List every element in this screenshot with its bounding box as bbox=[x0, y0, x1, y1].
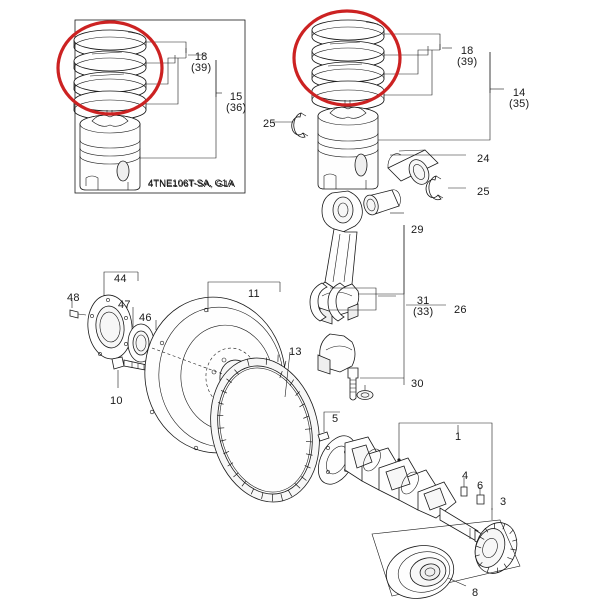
highlight-ellipse-left bbox=[56, 20, 164, 116]
callout-47: 47 bbox=[118, 299, 131, 311]
right-leader-lines bbox=[378, 33, 504, 141]
rod-bushing-29 bbox=[363, 189, 404, 216]
inset-box-caption: 4TNE106T-SA, G1A bbox=[148, 179, 236, 190]
piston-pin-24 bbox=[387, 149, 466, 185]
callout-18-39: 18 (39) bbox=[457, 45, 478, 68]
callout-13: 13 bbox=[289, 346, 302, 358]
connecting-rod bbox=[315, 190, 446, 385]
callout-46: 46 bbox=[139, 312, 152, 324]
callout-30: 30 bbox=[411, 378, 424, 390]
piston-ring-stack-left bbox=[73, 29, 147, 121]
callout-5: 5 bbox=[332, 413, 339, 425]
callout-25: 25 bbox=[263, 118, 276, 130]
callout-24: 24 bbox=[477, 153, 490, 165]
callout-31-33: 31 (33) bbox=[413, 295, 434, 318]
key-5 bbox=[317, 411, 340, 442]
callout-15-36: 15 (36) bbox=[226, 91, 247, 114]
piston-ring-stack-right bbox=[311, 19, 385, 111]
inset-box bbox=[74, 19, 246, 194]
crankshaft-1 bbox=[317, 422, 505, 557]
callout-18-39: 18 (39) bbox=[191, 51, 212, 74]
piston-left bbox=[79, 114, 141, 191]
bushing-6 bbox=[476, 487, 485, 505]
callout-4: 4 bbox=[462, 470, 469, 482]
crank-gear-3 bbox=[474, 508, 518, 574]
highlight-ellipse-right bbox=[292, 9, 402, 107]
snap-ring-25a bbox=[272, 112, 309, 138]
piston-right bbox=[317, 106, 379, 190]
callout-8: 8 bbox=[472, 587, 479, 599]
dowel-pin bbox=[356, 385, 374, 400]
pulley-assembly-8 bbox=[371, 519, 521, 599]
callout-3: 3 bbox=[500, 496, 507, 508]
callout-10: 10 bbox=[110, 395, 123, 407]
bushing-4 bbox=[460, 478, 468, 497]
callout-14-35: 14 (35) bbox=[509, 87, 530, 110]
callout-26: 26 bbox=[454, 304, 467, 316]
seal-plate-44 bbox=[87, 271, 139, 360]
callout-29: 29 bbox=[411, 224, 424, 236]
rod-cap-and-bolt-30 bbox=[317, 333, 404, 401]
inset-leader-lines bbox=[140, 41, 222, 159]
callout-25: 25 bbox=[477, 186, 490, 198]
ring-gear-13 bbox=[210, 351, 320, 503]
callout-44: 44 bbox=[114, 273, 127, 285]
callout-48: 48 bbox=[67, 292, 80, 304]
callout-6: 6 bbox=[477, 480, 484, 492]
snap-ring-25b bbox=[425, 175, 466, 201]
callout-1: 1 bbox=[455, 431, 462, 443]
bolt-48 bbox=[69, 300, 87, 319]
rod-bearing-shells-31 bbox=[309, 282, 396, 322]
callout-11: 11 bbox=[248, 288, 260, 300]
inset-caption-svg: 4TNE106T-SA, G1A bbox=[148, 178, 234, 189]
